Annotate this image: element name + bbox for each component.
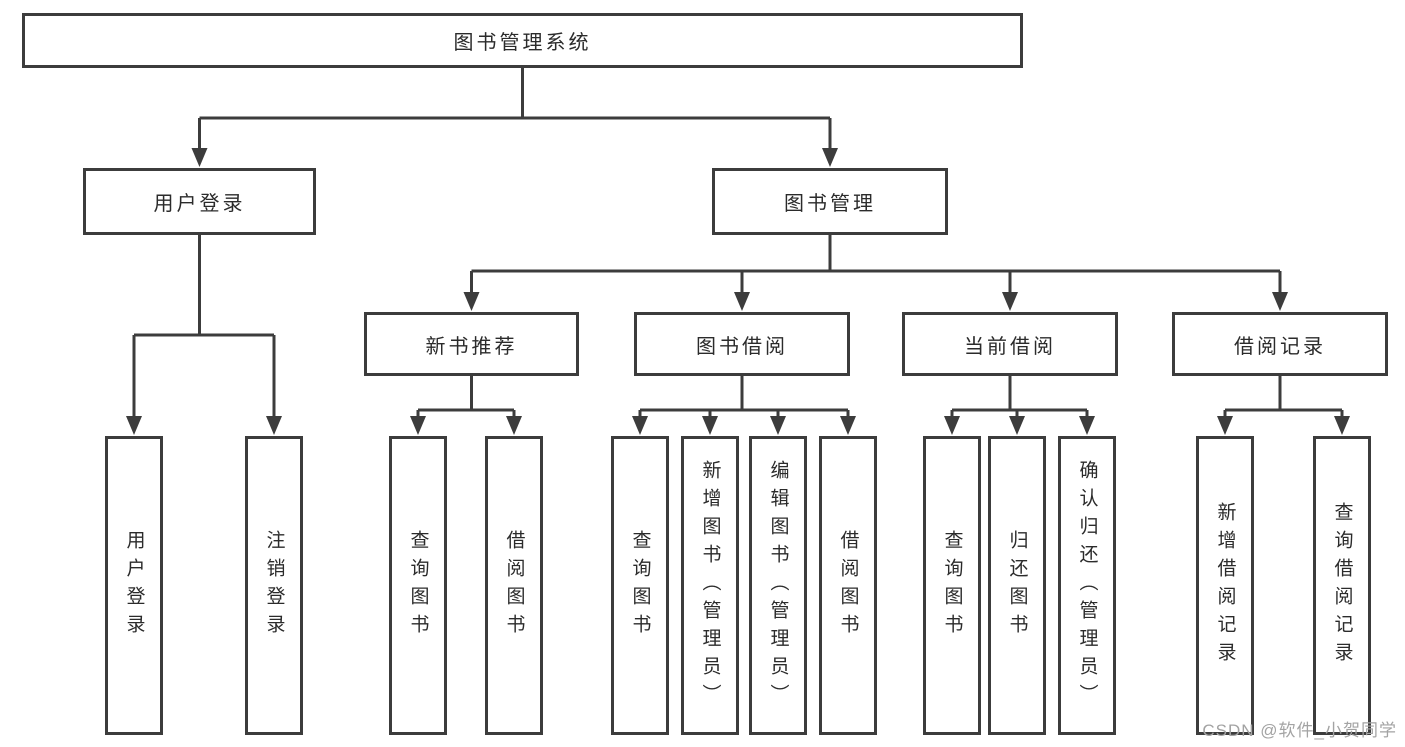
node-user-login: 用户登录: [83, 168, 316, 235]
leaf-return-book: 归还图书: [988, 436, 1046, 735]
watermark-text: CSDN @软件_小贺同学: [1202, 721, 1397, 740]
node-book-management: 图书管理: [712, 168, 948, 235]
leaf-borrow-books-borrow: 借阅图书: [819, 436, 877, 735]
leaf-user-login: 用户登录: [105, 436, 163, 735]
leaf-query-books-recommend: 查询图书: [389, 436, 447, 735]
node-book-borrow: 图书借阅: [634, 312, 850, 376]
node-current-borrow: 当前借阅: [902, 312, 1118, 376]
node-borrow-records: 借阅记录: [1172, 312, 1388, 376]
node-library-system: 图书管理系统: [22, 13, 1023, 68]
leaf-query-books-borrow: 查询图书: [611, 436, 669, 735]
leaf-query-books-current: 查询图书: [923, 436, 981, 735]
leaf-add-book-admin: 新增图书（管理员）: [681, 436, 739, 735]
leaf-edit-book-admin: 编辑图书（管理员）: [749, 436, 807, 735]
leaf-confirm-return-admin: 确认归还（管理员）: [1058, 436, 1116, 735]
leaf-query-borrow-record: 查询借阅记录: [1313, 436, 1371, 735]
leaf-logout: 注销登录: [245, 436, 303, 735]
leaf-add-borrow-record: 新增借阅记录: [1196, 436, 1254, 735]
node-new-book-recommend: 新书推荐: [364, 312, 579, 376]
leaf-borrow-books-recommend: 借阅图书: [485, 436, 543, 735]
